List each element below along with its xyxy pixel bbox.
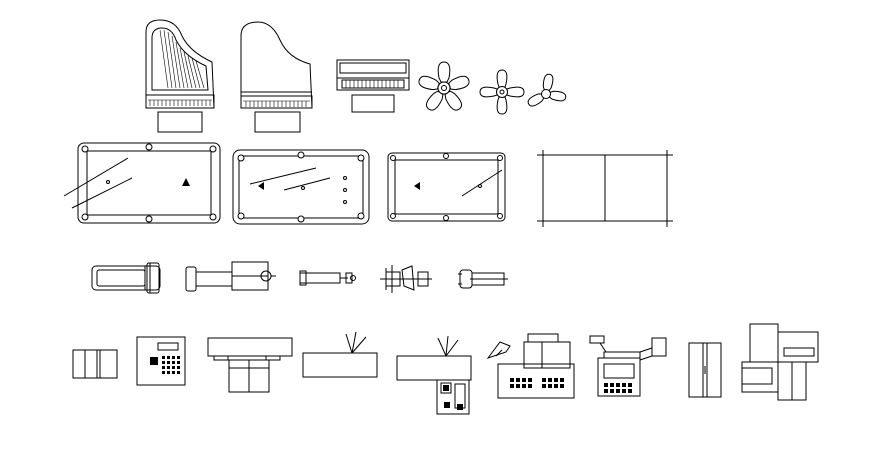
desk-with-stool-icon	[207, 337, 293, 393]
exercise-bench-icon	[185, 261, 276, 292]
ceiling-fan-icon	[479, 69, 525, 115]
cash-register-icon	[589, 335, 667, 397]
grand-piano-icon	[145, 19, 215, 133]
table-tennis-table-icon	[537, 150, 673, 227]
rowing-machine-icon	[380, 265, 432, 293]
pool-table-icon	[63, 142, 221, 224]
ceiling-fan-icon	[527, 73, 567, 107]
grand-piano-icon	[240, 21, 313, 133]
cabinet-icon	[72, 349, 118, 379]
pool-table-icon	[387, 152, 506, 222]
pool-table-icon	[232, 149, 370, 225]
storage-units-icon	[741, 323, 819, 401]
counter-icon	[302, 331, 378, 378]
double-door-cabinet-icon	[688, 342, 722, 398]
cash-register-icon	[486, 333, 575, 399]
ceiling-fan-icon	[418, 61, 470, 111]
upright-piano-icon	[336, 59, 410, 113]
counter-with-cabinet-icon	[396, 335, 472, 415]
treadmill-icon	[91, 262, 161, 294]
barbell-icon	[299, 270, 356, 286]
control-panel-icon	[136, 336, 186, 386]
exercise-bike-icon	[458, 269, 508, 289]
